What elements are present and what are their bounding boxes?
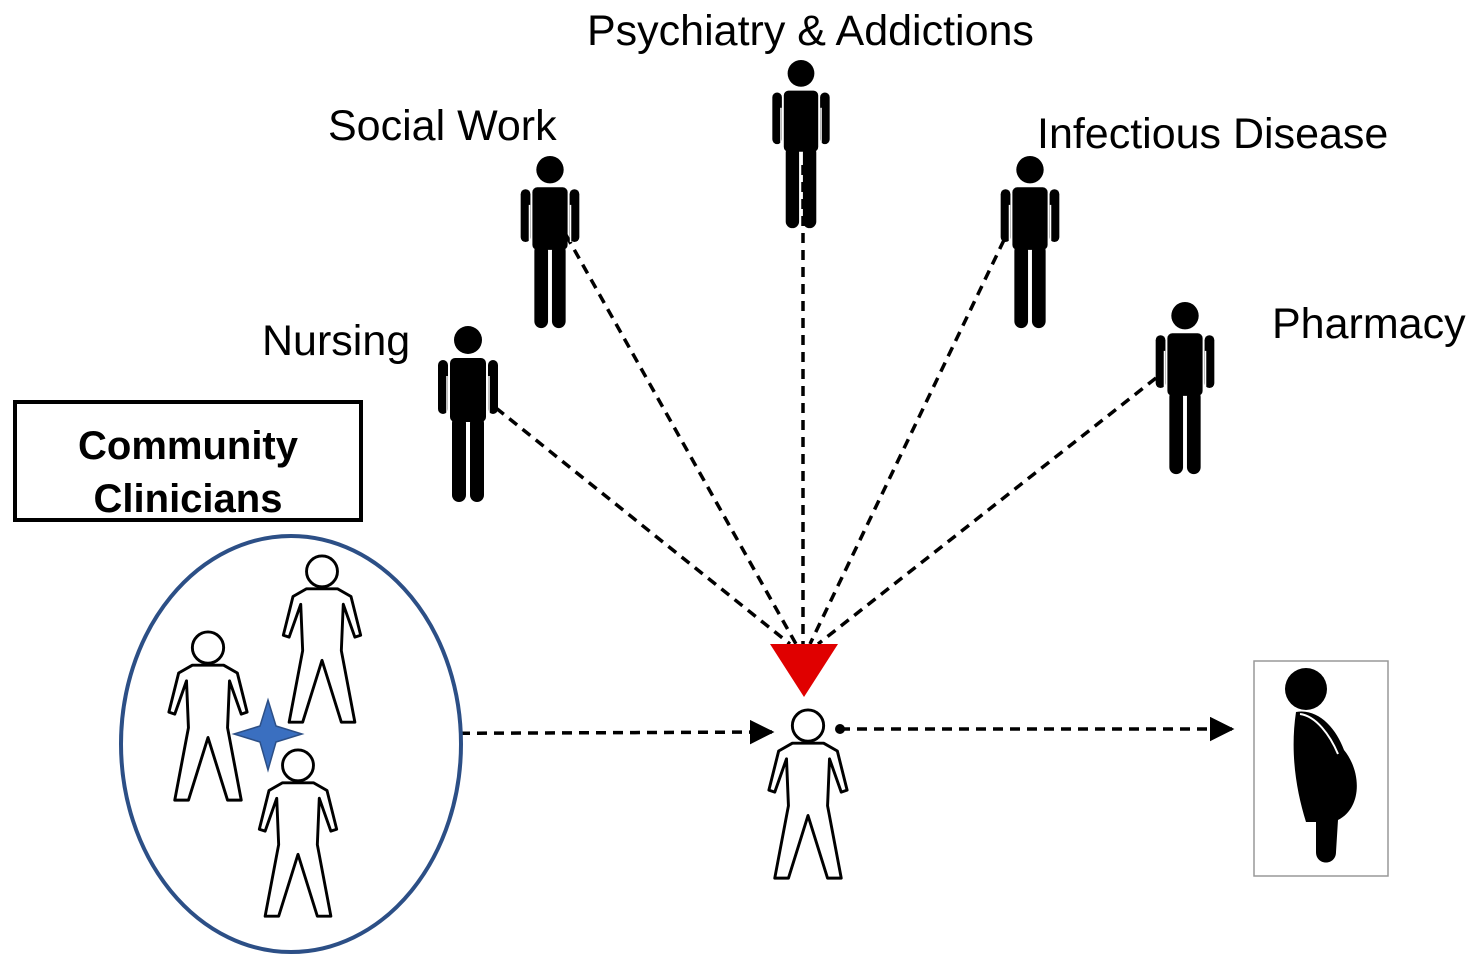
line-nursing — [494, 406, 792, 646]
pharmacy-person-icon — [1154, 302, 1216, 475]
community-clinicians-ellipse — [119, 534, 463, 954]
community-clinicians-title: Community Clinicians — [17, 420, 359, 526]
line-social-work — [564, 234, 798, 645]
label-psychiatry-addictions: Psychiatry & Addictions — [587, 7, 1034, 55]
psychiatry-person-icon — [771, 60, 831, 229]
label-infectious-disease: Infectious Disease — [1037, 110, 1389, 158]
label-nursing: Nursing — [262, 317, 411, 365]
arrow-origin-dot — [835, 724, 845, 734]
nursing-person-icon — [437, 325, 499, 503]
social-work-person-icon — [519, 156, 581, 329]
connector-lines — [289, 165, 1235, 745]
infectious-disease-person-icon — [999, 156, 1061, 329]
line-infectious-disease — [808, 239, 1006, 645]
clinicians-line: Clinicians — [93, 477, 283, 521]
community-clinicians-box: Community Clinicians — [13, 400, 363, 522]
red-triangle-icon — [770, 644, 838, 697]
central-clinician-icon — [767, 708, 849, 880]
label-social-work: Social Work — [328, 102, 557, 150]
label-pharmacy: Pharmacy — [1272, 300, 1466, 348]
pregnant-patient-icon — [1285, 668, 1357, 863]
arrow-community-to-clinician — [289, 719, 775, 745]
star-icon — [231, 697, 305, 773]
line-pharmacy — [816, 376, 1158, 646]
community-line: Community — [78, 424, 298, 468]
